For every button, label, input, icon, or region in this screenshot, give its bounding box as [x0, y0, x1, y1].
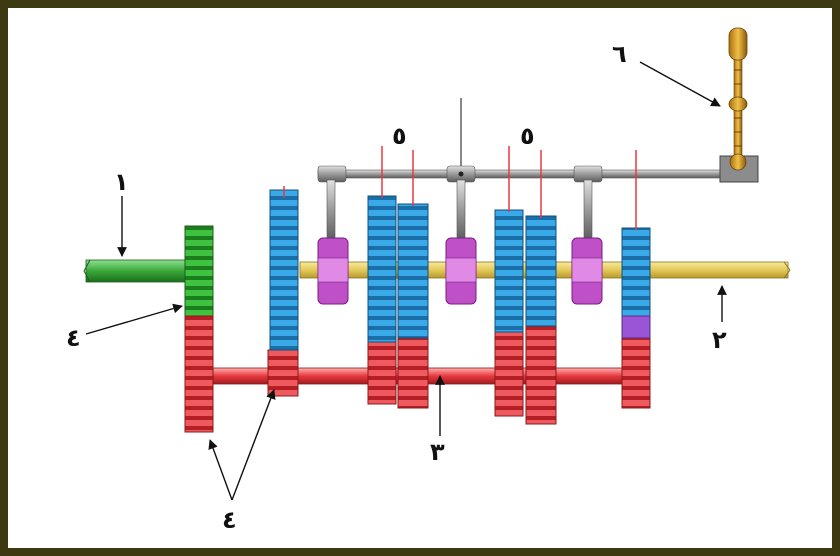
label-6: ٦	[612, 40, 627, 68]
red-marker-lines	[283, 146, 637, 230]
label-5-right: ٥	[520, 122, 535, 150]
label-1: ١	[114, 168, 129, 196]
gear-lever	[728, 27, 748, 171]
main-drive-gear	[184, 225, 214, 317]
selector-mechanism	[317, 98, 759, 241]
label-2: ٢	[712, 326, 727, 354]
synchronizers	[317, 237, 603, 305]
input-shaft	[83, 259, 191, 283]
label-3: ٣	[430, 438, 445, 466]
label-4-left: ٤	[66, 324, 81, 352]
label-5-left: ٥	[392, 122, 407, 150]
main-shaft-gears	[269, 189, 651, 351]
counter-gears	[184, 315, 651, 433]
label-4-bottom: ٤	[222, 506, 237, 534]
pointer-arrows	[85, 61, 727, 501]
